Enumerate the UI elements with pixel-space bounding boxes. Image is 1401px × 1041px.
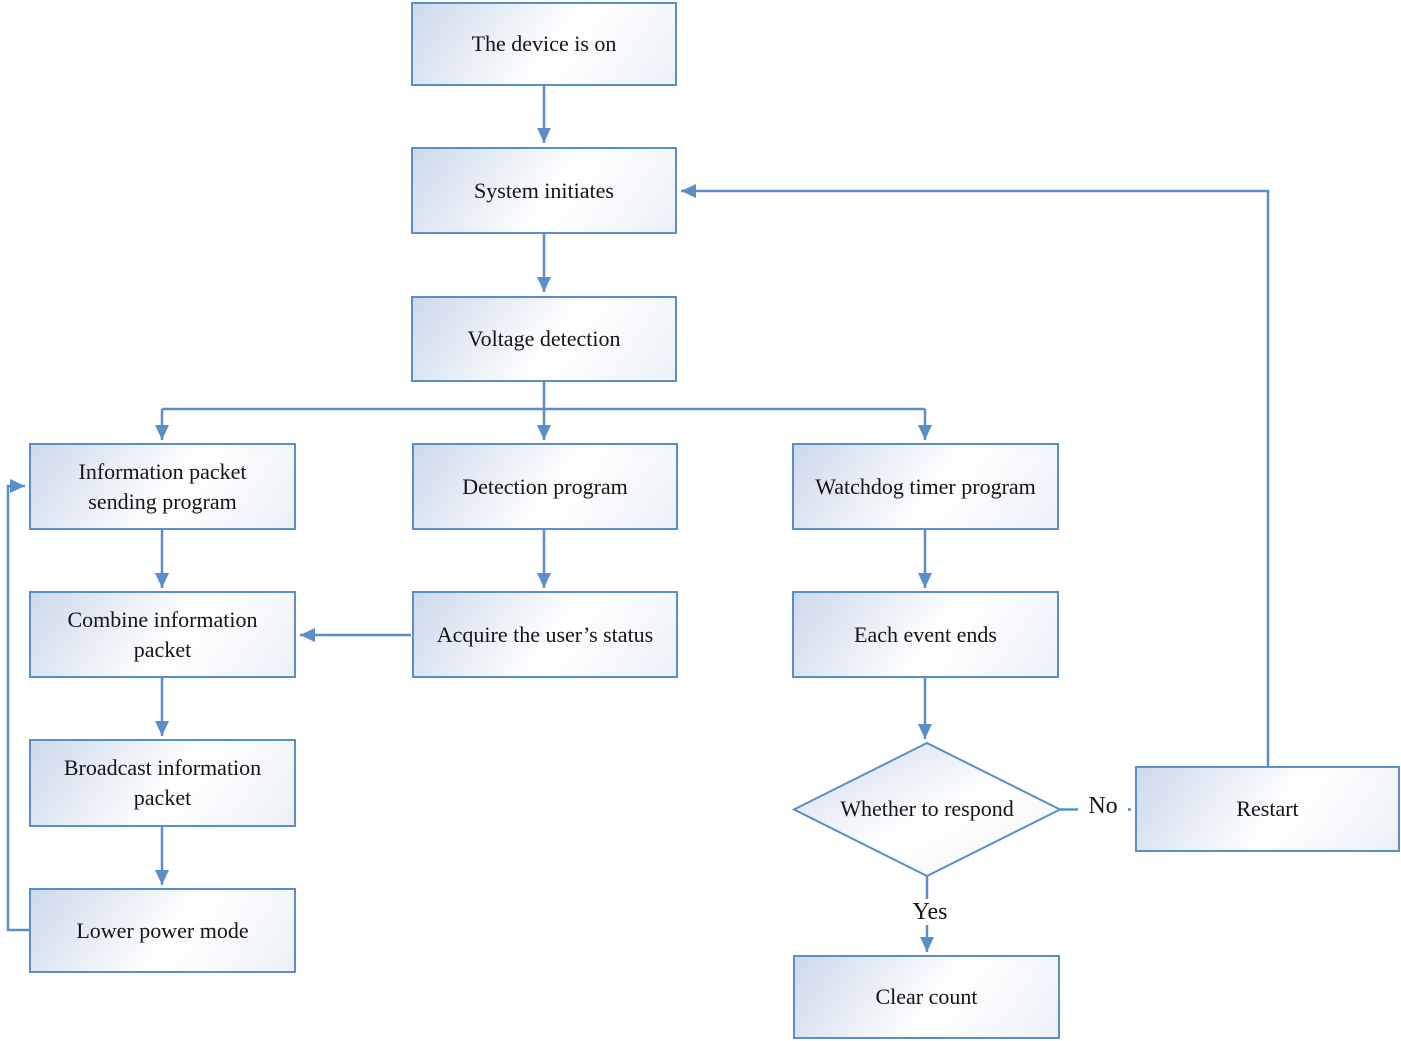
node-detection-program: Detection program (412, 443, 678, 530)
node-info-packet-program: Information packet sending program (29, 443, 296, 530)
node-lower-power-mode-label: Lower power mode (76, 917, 249, 943)
node-restart: Restart (1135, 766, 1400, 852)
node-lower-power-mode: Lower power mode (29, 888, 296, 973)
edge-label-yes: Yes (903, 899, 957, 926)
node-broadcast-packet-label: Broadcast information packet (63, 755, 262, 810)
node-detection-program-label: Detection program (462, 473, 628, 499)
node-whether-respond-label: Whether to respond (840, 796, 1014, 822)
edge-label-no: No (1078, 793, 1128, 820)
node-acquire-status-label: Acquire the user’s status (436, 621, 654, 647)
node-info-packet-program-label: Information packet sending program (78, 458, 247, 514)
node-device-on-label: The device is on (471, 31, 617, 57)
node-each-event-ends: Each event ends (792, 591, 1059, 678)
node-watchdog-program: Watchdog timer program (792, 443, 1059, 530)
node-voltage-detection: Voltage detection (411, 296, 677, 382)
node-restart-label: Restart (1236, 796, 1299, 822)
node-acquire-status: Acquire the user’s status (412, 591, 678, 678)
node-whether-respond-label-wrap: Whether to respond (837, 768, 1017, 850)
node-each-event-ends-label: Each event ends (854, 621, 997, 647)
node-clear-count-label: Clear count (875, 984, 978, 1010)
node-clear-count: Clear count (793, 955, 1060, 1039)
node-combine-packet-label: Combine information packet (67, 606, 258, 662)
node-device-on: The device is on (411, 2, 677, 86)
node-voltage-detection-label: Voltage detection (467, 326, 621, 352)
node-combine-packet: Combine information packet (29, 591, 296, 678)
edge-restart-loop (681, 184, 1270, 766)
node-watchdog-program-label: Watchdog timer program (815, 473, 1036, 499)
edge-lowerpower-loop (6, 479, 29, 932)
node-broadcast-packet: Broadcast information packet (29, 739, 296, 827)
node-system-initiates-label: System initiates (474, 177, 614, 203)
node-system-initiates: System initiates (411, 147, 677, 234)
